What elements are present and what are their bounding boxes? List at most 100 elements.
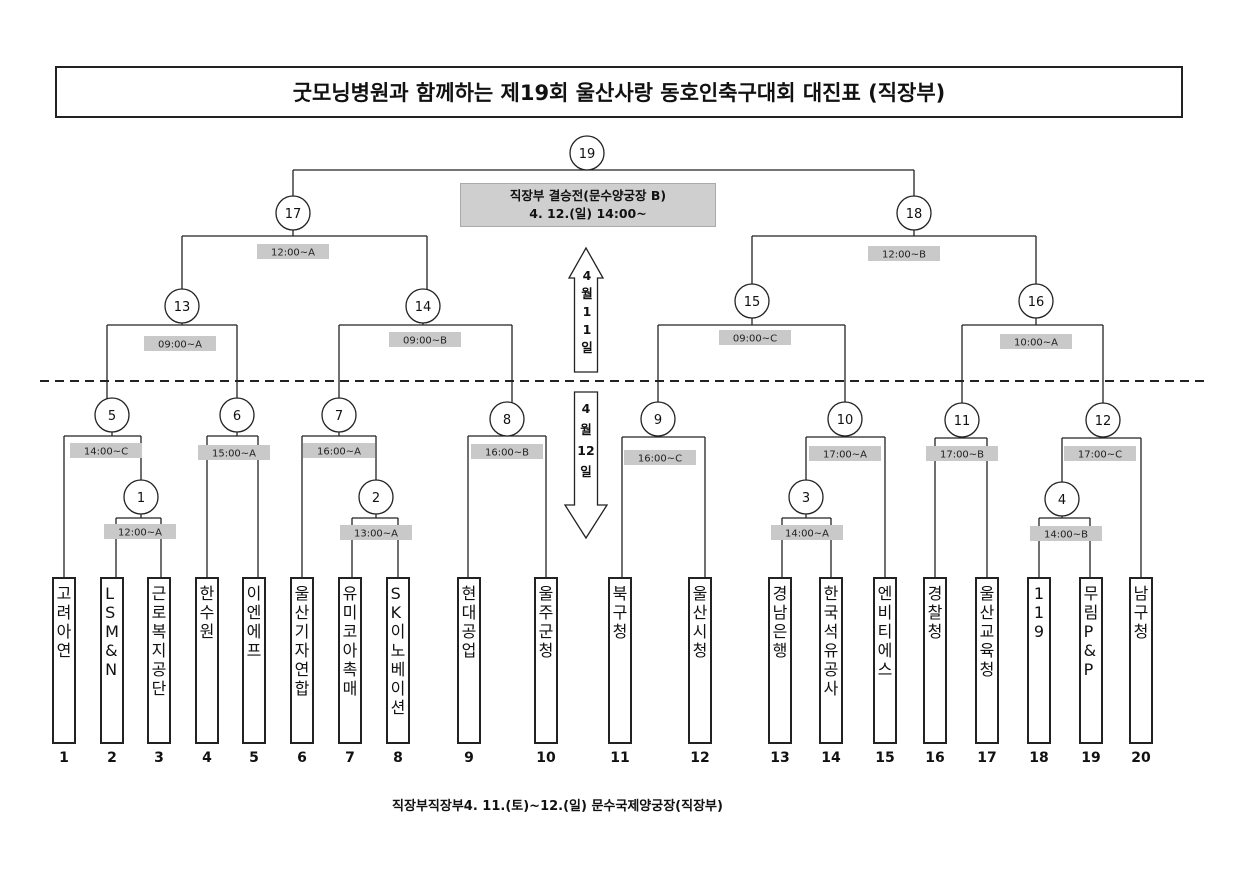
final-match-info: 직장부 결승전(문수양궁장 B) 4. 12.(일) 14:00~: [460, 183, 716, 227]
team-box: 울 주 군 청: [534, 577, 558, 744]
team-name: 울 산 기 자 연 합: [294, 584, 310, 698]
time-label-bg: [70, 443, 142, 458]
match-time-label: 09:00~C: [733, 334, 777, 345]
match-number: 10: [837, 413, 854, 428]
seed-number: 1: [59, 750, 69, 766]
match-time-label: 16:00~C: [638, 454, 682, 465]
team-name: 울 산 교 육 청: [979, 584, 995, 679]
team-name: 1 1 9: [1033, 584, 1045, 641]
seed-number: 15: [875, 750, 895, 766]
match-time-label: 14:00~A: [785, 529, 829, 540]
match-number: 18: [906, 207, 923, 222]
team-box: S K 이 노 베 이 션: [386, 577, 410, 744]
match-number-circle: [734, 283, 770, 319]
team-box: 한 수 원: [195, 577, 219, 744]
team-box: 울 산 기 자 연 합: [290, 577, 314, 744]
match-time-label: 14:00~C: [84, 447, 128, 458]
down-arrow-icon: [563, 391, 609, 540]
team-box: 유 미 코 아 촉 매: [338, 577, 362, 744]
match-time-label: 13:00~A: [354, 529, 398, 540]
day2-label: 일: [580, 464, 592, 479]
seed-number: 12: [690, 750, 710, 766]
day2-label: 4: [582, 401, 591, 416]
team-box: 이 엔 에 프: [242, 577, 266, 744]
team-name: 남 구 청: [1133, 584, 1149, 641]
team-name: 북 구 청: [612, 584, 628, 641]
seed-number: 19: [1081, 750, 1101, 766]
seed-number: 18: [1029, 750, 1049, 766]
team-name: L S M & N: [105, 584, 119, 679]
match-time-label: 15:00~A: [212, 449, 256, 460]
match-number-circle: [358, 479, 394, 515]
day1-label: 4: [583, 268, 592, 283]
seed-number: 2: [107, 750, 117, 766]
time-label-bg: [771, 525, 843, 540]
match-time-label: 10:00~A: [1014, 338, 1058, 349]
time-label-bg: [303, 443, 375, 458]
match-number-circle: [569, 135, 605, 171]
match-time-label: 17:00~B: [940, 450, 984, 461]
team-box: 엔 비 티 에 스: [873, 577, 897, 744]
seed-number: 13: [770, 750, 790, 766]
page-title: 굿모닝병원과 함께하는 제19회 울산사랑 동호인축구대회 대진표 (직장부): [55, 66, 1183, 118]
match-number-circle: [489, 401, 525, 437]
team-box: 북 구 청: [608, 577, 632, 744]
match-time-label: 16:00~B: [485, 448, 529, 459]
match-number-circle: [321, 397, 357, 433]
time-label-bg: [471, 444, 543, 459]
team-name: 무 림 P & P: [1083, 584, 1099, 679]
seed-number: 10: [536, 750, 556, 766]
match-time-label: 17:00~C: [1078, 450, 1122, 461]
team-box: 한 국 석 유 공 사: [819, 577, 843, 744]
day1-label: 월: [581, 286, 593, 301]
time-label-bg: [719, 330, 791, 345]
match-number: 11: [954, 414, 971, 429]
team-name: 울 주 군 청: [538, 584, 554, 660]
team-box: 울 산 교 육 청: [975, 577, 999, 744]
day1-label: 1: [583, 304, 592, 319]
up-arrow-icon: [567, 246, 605, 373]
match-number-circle: [827, 401, 863, 437]
team-box: 1 1 9: [1027, 577, 1051, 744]
footer-note: 직장부직장부4. 11.(토)~12.(일) 문수국제양궁장(직장부): [392, 799, 723, 814]
match-time-label: 12:00~A: [118, 528, 162, 539]
match-number: 15: [744, 295, 761, 310]
match-number: 3: [802, 491, 810, 506]
seed-number: 8: [393, 750, 403, 766]
match-number: 16: [1028, 295, 1045, 310]
seed-number: 5: [249, 750, 259, 766]
day1-label: 1: [583, 322, 592, 337]
match-number-circle: [164, 288, 200, 324]
final-match-venue: 직장부 결승전(문수양궁장 B): [509, 188, 667, 203]
match-number: 6: [233, 409, 241, 424]
match-number: 19: [579, 147, 596, 162]
team-name: 고 려 아 연: [56, 584, 72, 660]
team-name: 경 찰 청: [927, 584, 943, 641]
time-label-bg: [198, 445, 270, 460]
time-label-bg: [389, 332, 461, 347]
match-time-label: 09:00~A: [158, 340, 202, 351]
team-box: L S M & N: [100, 577, 124, 744]
day2-label: 12: [577, 443, 594, 458]
time-label-bg: [868, 246, 940, 261]
match-number: 12: [1095, 414, 1112, 429]
time-label-bg: [926, 446, 998, 461]
match-number: 9: [654, 413, 662, 428]
seed-number: 20: [1131, 750, 1151, 766]
seed-number: 7: [345, 750, 355, 766]
day1-label: 일: [581, 340, 593, 355]
team-name: 이 엔 에 프: [246, 584, 262, 660]
match-number-circle: [219, 397, 255, 433]
seed-number: 9: [464, 750, 474, 766]
time-label-bg: [104, 524, 176, 539]
match-number: 13: [174, 300, 191, 315]
match-time-label: 16:00~A: [317, 447, 361, 458]
seed-number: 4: [202, 750, 212, 766]
time-label-bg: [1000, 334, 1072, 349]
day2-label: 월: [580, 422, 592, 437]
match-time-label: 12:00~A: [271, 248, 315, 259]
match-number: 8: [503, 413, 511, 428]
time-label-bg: [624, 450, 696, 465]
match-number-circle: [944, 402, 980, 438]
